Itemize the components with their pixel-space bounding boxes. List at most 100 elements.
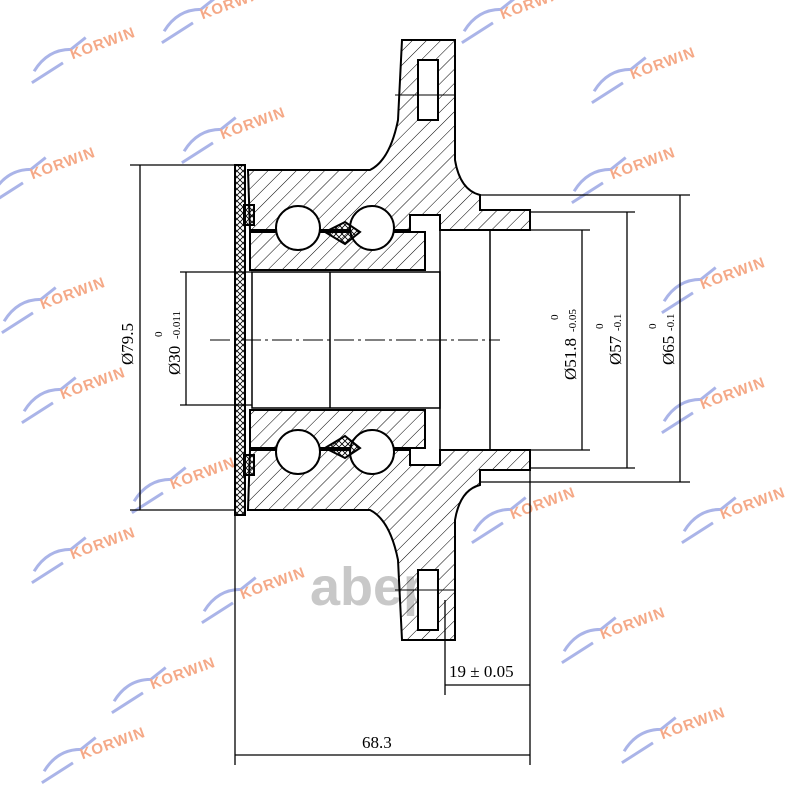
watermark-text: KORWIN (68, 524, 138, 563)
swoosh-underline (461, 21, 494, 44)
watermark-text: KORWIN (218, 104, 288, 143)
korwin-watermark-mark: KORWIN (461, 0, 568, 44)
car-swoosh-icon (42, 736, 97, 773)
car-swoosh-icon (462, 0, 517, 33)
watermark-text: KORWIN (238, 564, 308, 603)
dimension-labels: Ø79.5 Ø30 0 -0.011 Ø51.8 0 -0.05 Ø57 0 -… (118, 309, 678, 752)
watermark-text: KORWIN (78, 724, 148, 763)
svg-text:0: 0 (153, 331, 165, 337)
watermark-text: KORWIN (508, 484, 578, 523)
car-swoosh-icon (202, 576, 257, 613)
korwin-watermark-mark: KORWIN (661, 254, 768, 314)
svg-text:Ø30: Ø30 (165, 346, 184, 375)
dimension-lines (130, 164, 690, 765)
watermark-text: KORWIN (28, 144, 98, 183)
swoosh-underline (111, 691, 144, 714)
car-swoosh-icon (32, 536, 87, 573)
dim-pilot-dia-3: Ø65 0 -0.1 (647, 314, 678, 365)
car-swoosh-icon (32, 36, 87, 73)
car-swoosh-icon (112, 666, 167, 703)
watermark-text: KORWIN (148, 654, 218, 693)
seal-lower (243, 454, 255, 476)
svg-text:Ø65: Ø65 (659, 336, 678, 365)
korwin-watermark-mark: KORWIN (181, 104, 288, 164)
watermark-text: KORWIN (38, 274, 108, 313)
watermark-text: KORWIN (498, 0, 568, 23)
seal-upper (243, 204, 255, 226)
korwin-watermark-mark: KORWIN (681, 484, 788, 544)
car-swoosh-icon (622, 716, 677, 753)
car-swoosh-icon (22, 376, 77, 413)
dim-bore-dia: Ø30 0 -0.011 (153, 311, 184, 375)
swoosh-underline (681, 521, 714, 544)
bolt-hole-lower (417, 569, 439, 631)
watermark-text: KORWIN (198, 0, 268, 23)
swoosh-underline (591, 81, 624, 104)
swoosh-underline (621, 741, 654, 764)
bolt-hole-upper (417, 59, 439, 121)
car-swoosh-icon (162, 0, 217, 33)
korwin-watermark-mark: KORWIN (1, 274, 108, 334)
swoosh-underline (201, 601, 234, 624)
car-swoosh-icon (572, 156, 627, 193)
dim-pilot-dia-2: Ø57 0 -0.1 (594, 314, 625, 365)
korwin-watermark-mark: KORWIN (201, 564, 308, 624)
svg-text:-0.05: -0.05 (567, 309, 579, 332)
korwin-watermark-mark: KORWIN (131, 454, 238, 514)
car-swoosh-icon (662, 386, 717, 423)
korwin-watermark-mark: KORWIN (0, 144, 98, 204)
swoosh-underline (161, 21, 194, 44)
car-swoosh-icon (182, 116, 237, 153)
ball-upper-1 (275, 205, 321, 251)
swoosh-underline (41, 761, 74, 784)
dim-outer-flange-dia: Ø79.5 (118, 323, 137, 365)
korwin-watermark-mark: KORWIN (31, 524, 138, 584)
swoosh-underline (0, 181, 24, 204)
swoosh-underline (561, 641, 594, 664)
car-swoosh-icon (0, 156, 47, 193)
ball-lower-1 (275, 429, 321, 475)
korwin-watermark-mark: KORWIN (621, 704, 728, 764)
korwin-watermark-mark: KORWIN (591, 44, 698, 104)
svg-text:0: 0 (549, 314, 561, 320)
swoosh-underline (181, 141, 214, 164)
cage-upper (322, 220, 362, 246)
car-swoosh-icon (2, 286, 57, 323)
dim-overall-length: 68.3 (362, 733, 392, 752)
cage-lower (322, 434, 362, 460)
car-swoosh-icon (562, 616, 617, 653)
watermark-text: KORWIN (698, 254, 768, 293)
hub-lower-section (246, 449, 531, 641)
watermark-text: KORWIN (68, 24, 138, 63)
watermark-text: KORWIN (698, 374, 768, 413)
swoosh-underline (21, 401, 54, 424)
korwin-watermark-mark: KORWIN (111, 654, 218, 714)
swoosh-underline (1, 311, 34, 334)
watermark-text: KORWIN (608, 144, 678, 183)
car-swoosh-icon (682, 496, 737, 533)
korwin-watermark-mark: KORWIN (661, 374, 768, 434)
korwin-watermark-mark: KORWIN (21, 364, 128, 424)
svg-text:-0.1: -0.1 (665, 314, 677, 331)
swoosh-underline (31, 61, 64, 84)
korwin-watermark-mark: KORWIN (31, 24, 138, 84)
swoosh-underline (661, 291, 694, 314)
ball-upper-2 (349, 205, 395, 251)
svg-text:Ø57: Ø57 (606, 335, 625, 365)
korwin-watermark-mark: KORWIN (471, 484, 578, 544)
dim-pilot-dia-1: Ø51.8 0 -0.05 (549, 309, 580, 380)
swoosh-underline (31, 561, 64, 584)
swoosh-underline (571, 181, 604, 204)
watermark-text: KORWIN (58, 364, 128, 403)
watermark-text: KORWIN (718, 484, 788, 523)
car-swoosh-icon (592, 56, 647, 93)
svg-text:0: 0 (647, 323, 659, 329)
korwin-watermark-mark: KORWIN (161, 0, 268, 44)
swoosh-underline (471, 521, 504, 544)
watermark-text: KORWIN (168, 454, 238, 493)
dim-pilot-length: 19 ± 0.05 (449, 662, 514, 681)
watermark-text: KORWIN (628, 44, 698, 83)
hub-upper-section (246, 39, 531, 231)
